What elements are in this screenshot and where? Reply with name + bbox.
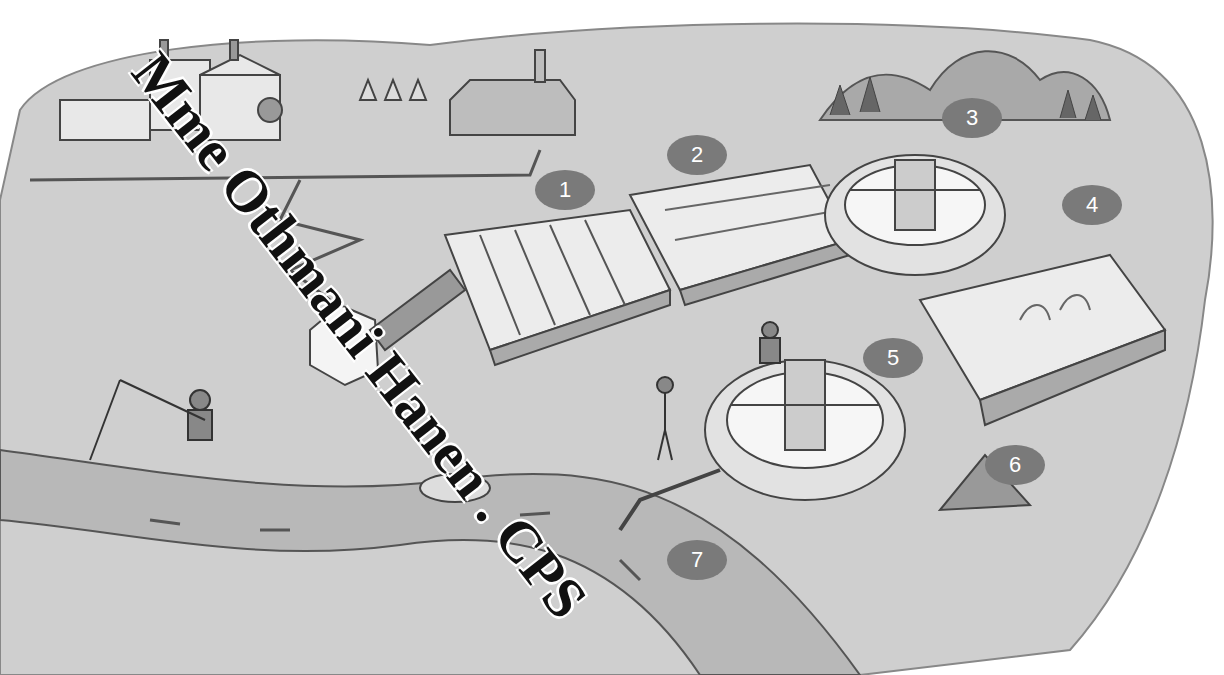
callout-badge: 5 [863, 338, 923, 378]
workers [657, 322, 780, 460]
callout-badge: 2 [667, 135, 727, 175]
callout-number: 7 [691, 547, 703, 573]
callout-number: 5 [887, 345, 899, 371]
watermark: Mme Othmani Hanen . CPS [119, 40, 601, 631]
callout-number: 3 [966, 105, 978, 131]
clarifier [705, 360, 905, 500]
callout-badge: 4 [1062, 185, 1122, 225]
grit-tank [630, 165, 850, 305]
river [0, 450, 860, 675]
outfall-pipe [620, 470, 720, 530]
fisherman [90, 380, 212, 460]
callout-number: 4 [1086, 192, 1098, 218]
callout-number: 2 [691, 142, 703, 168]
ground [0, 24, 1213, 675]
callout-badge: 7 [667, 540, 727, 580]
aeration-tank [920, 255, 1165, 425]
screening-tank [445, 210, 670, 365]
settling-tank [825, 155, 1005, 275]
callout-number: 6 [1009, 452, 1021, 478]
callout-number: 1 [559, 177, 571, 203]
callout-badge: 3 [942, 98, 1002, 138]
callout-badge: 6 [985, 445, 1045, 485]
callout-badge: 1 [535, 170, 595, 210]
factory [360, 50, 575, 135]
